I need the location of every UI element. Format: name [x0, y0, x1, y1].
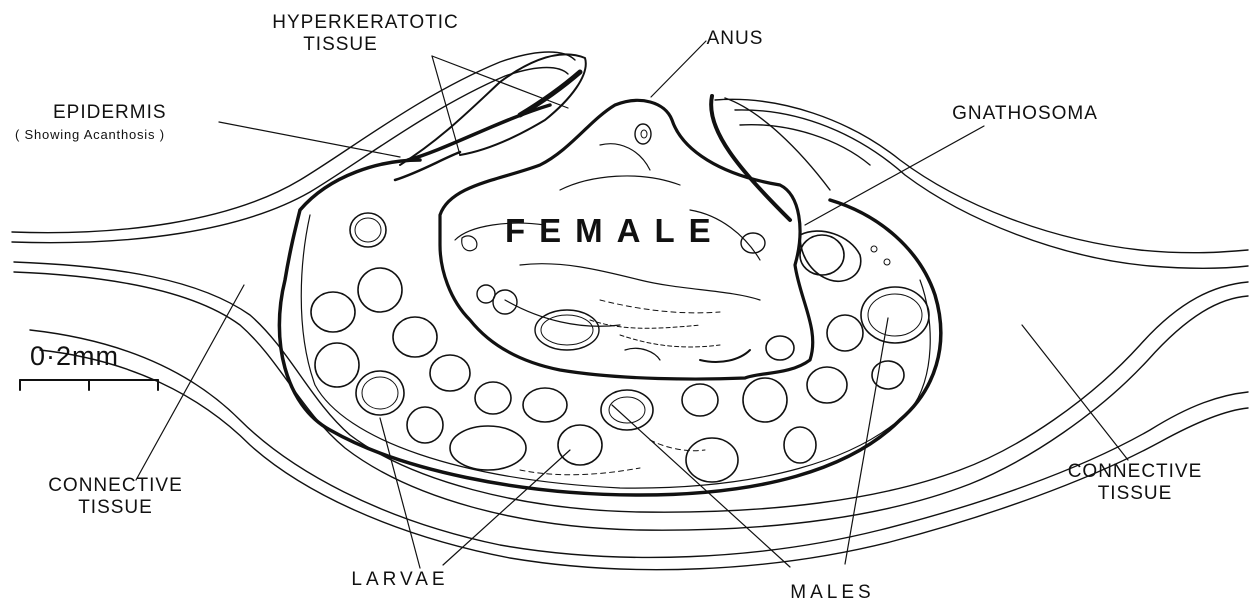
label-connective-tissue-right: CONNECTIVE TISSUE	[1055, 461, 1215, 505]
larvae-cluster	[311, 213, 929, 482]
left-skin-flap	[395, 54, 586, 180]
label-epidermis: EPIDERMIS ( Showing Acanthosis )	[15, 102, 225, 146]
label-males: MALES	[775, 582, 890, 604]
label-gnathosoma: GNATHOSOMA	[935, 103, 1115, 125]
label-connective-tissue-left: CONNECTIVE TISSUE	[38, 475, 193, 519]
scale-bar	[20, 380, 158, 390]
burrow-cavity	[279, 160, 940, 495]
right-skin-flap	[711, 96, 830, 220]
label-scale-bar: 0·2mm	[30, 345, 160, 367]
label-female: FEMALE	[505, 220, 765, 242]
label-larvae: LARVAE	[335, 569, 465, 591]
label-hyperkeratotic-tissue: HYPERKERATOTIC TISSUE	[258, 12, 473, 56]
label-anus: ANUS	[690, 28, 780, 50]
